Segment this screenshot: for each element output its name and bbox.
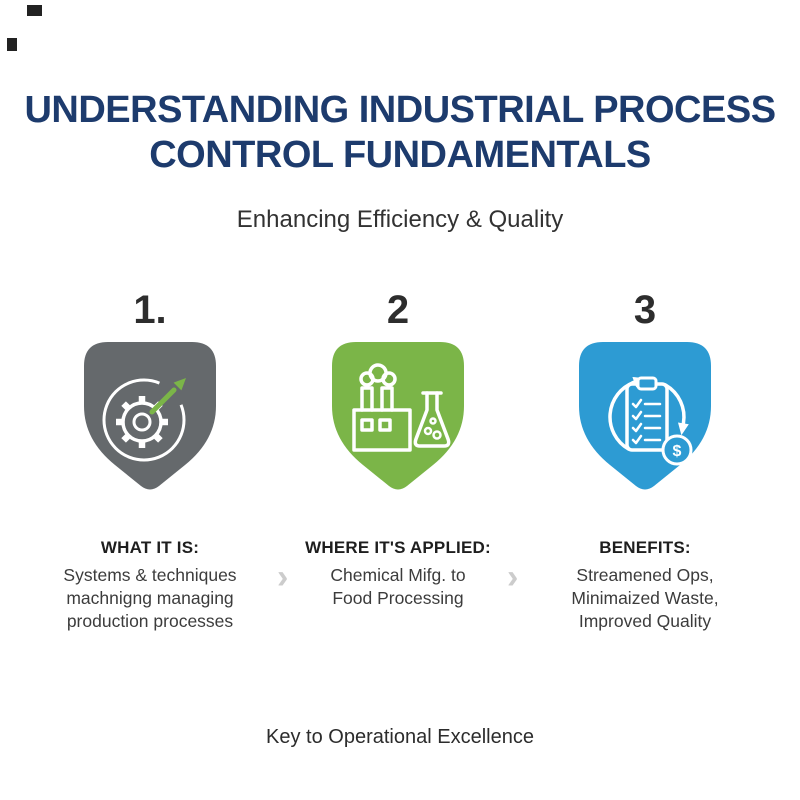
gear-growth-arrow-icon xyxy=(84,342,216,490)
dollar-symbol: $ xyxy=(673,443,682,460)
flask-glyph xyxy=(413,391,451,448)
page-subtitle: Enhancing Efficiency & Quality xyxy=(236,206,564,233)
footer-tagline: Key to Operational Excellence xyxy=(266,726,534,748)
step-number: 3 xyxy=(633,288,657,332)
growth-arrow-shaft xyxy=(149,387,177,415)
step-description-line: Improved Quality xyxy=(578,611,712,632)
chevron-separator-icon: › xyxy=(277,558,289,596)
clipboard-glyph xyxy=(625,376,669,452)
checklist-dollar-cycle-icon: $ xyxy=(579,342,711,490)
step-description: Systems & techniques machnigng managing … xyxy=(35,564,265,633)
gear-body xyxy=(121,401,163,443)
step-where-applied: 2 xyxy=(283,290,513,610)
gear-hub xyxy=(132,412,152,432)
step-description-line: machnigng managing xyxy=(66,588,234,609)
step-heading: WHERE IT'S APPLIED: xyxy=(305,538,491,557)
dollar-coin-glyph: $ xyxy=(661,434,693,466)
shield-shape xyxy=(332,342,464,490)
page-title-line1: UNDERSTANDING INDUSTRIAL PROCESS xyxy=(24,89,776,131)
shield-shape xyxy=(84,342,216,490)
step-description-line: Food Processing xyxy=(332,588,464,609)
shield-badge-blue: $ xyxy=(575,338,715,503)
step-description: Chemical Mifg. to Food Processing xyxy=(283,564,513,610)
step-heading: BENEFITS: xyxy=(599,538,691,557)
step-description-line: Minimaized Waste, xyxy=(571,588,719,609)
factory-flask-icon xyxy=(332,342,464,490)
cycle-ring xyxy=(102,378,186,462)
step-benefits: 3 xyxy=(530,290,760,633)
step-description-line: Systems & techniques xyxy=(63,565,237,585)
page-title-line2: CONTROL FUNDAMENTALS xyxy=(149,133,651,176)
shield-badge-green xyxy=(328,338,468,503)
step-description-line: production processes xyxy=(66,611,234,632)
step-what-it-is: 1. WHAT IT I xyxy=(35,290,265,633)
glitch-artifact xyxy=(27,5,42,16)
growth-arrow-head xyxy=(173,378,186,391)
glitch-artifact xyxy=(7,38,17,51)
step-number: 2 xyxy=(386,288,410,332)
page-title: UNDERSTANDING INDUSTRIAL PROCESS CONTROL… xyxy=(0,88,800,178)
step-description-line: Streamened Ops, xyxy=(576,565,714,585)
step-description: Streamened Ops, Minimaized Waste, Improv… xyxy=(530,564,760,633)
shield-badge-gray xyxy=(80,338,220,503)
factory-glyph xyxy=(352,363,412,452)
chevron-separator-icon: › xyxy=(507,558,519,596)
step-number: 1. xyxy=(133,288,167,332)
step-description-line: Chemical Mifg. to xyxy=(330,565,466,585)
step-heading: WHAT IT IS: xyxy=(100,538,200,557)
